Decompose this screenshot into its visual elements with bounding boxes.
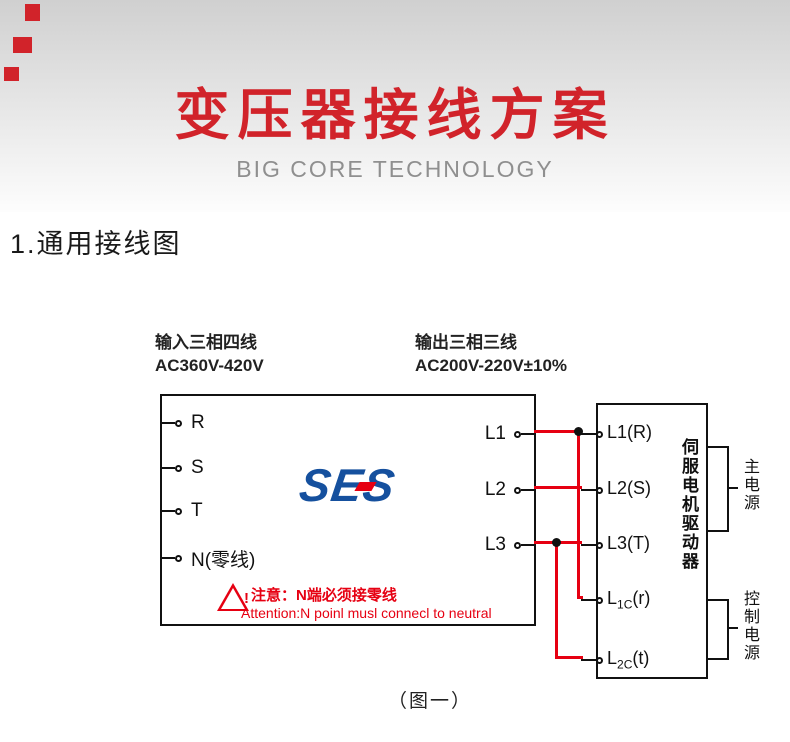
terminal-n: N(零线) [160, 548, 255, 571]
terminal-lead-line [160, 557, 175, 559]
section-heading: 1.通用接线图 [10, 229, 182, 259]
transformer-box: R S T N(零线) L1 L2 [160, 394, 536, 626]
terminal-label: R [191, 412, 205, 433]
junction-dot [552, 538, 561, 547]
terminal-label: L1C(r) [607, 588, 651, 612]
output-spec-line1: 输出三相三线 [415, 333, 517, 352]
terminal-r: R [160, 412, 205, 433]
control-power-bracket-line [727, 599, 729, 660]
driver-terminal-l1c: L1C(r) [581, 588, 651, 612]
terminal-circle-icon [514, 430, 521, 438]
terminal-lead-line [581, 489, 596, 491]
main-power-bracket-line [708, 446, 729, 448]
warning-exclamation-icon: ! [244, 590, 249, 607]
terminal-label: L3(T) [607, 533, 651, 554]
terminal-circle-icon [175, 464, 182, 472]
terminal-circle-icon [596, 430, 603, 438]
terminal-lead-line [581, 659, 596, 661]
terminal-label: L2C(t) [607, 648, 650, 672]
terminal-circle-icon [596, 541, 603, 549]
main-power-bracket-tick [727, 487, 738, 489]
main-power-bracket-line [727, 446, 729, 532]
header-banner: 变压器接线方案 BIG CORE TECHNOLOGY [0, 0, 790, 212]
control-power-bracket-line [708, 658, 729, 660]
junction-dot [574, 427, 583, 436]
terminal-lead-line [581, 544, 596, 546]
terminal-label: N(零线) [191, 549, 256, 571]
terminal-circle-icon [596, 596, 603, 604]
driver-terminal-l2s: L2(S) [581, 478, 652, 500]
input-spec-line2: AC360V-420V [155, 356, 264, 375]
wire-l1c [577, 596, 583, 599]
main-power-label: 主电源 [741, 458, 758, 512]
servo-driver-label: 伺服电机驱动器 [679, 438, 698, 571]
terminal-lead-line [160, 467, 175, 469]
terminal-lead-line [521, 544, 536, 546]
driver-terminal-l2c: L2C(t) [581, 648, 650, 672]
warning-text-en: Attention:N poinl musl connecl to neutra… [241, 605, 492, 621]
terminal-circle-icon [514, 486, 521, 494]
driver-terminal-l1r: L1(R) [581, 422, 653, 444]
terminal-label: L1(R) [607, 422, 653, 443]
decor-red-fragment [25, 4, 40, 21]
ses-logo-text: SES [296, 459, 399, 511]
decor-red-fragment [13, 37, 32, 53]
terminal-circle-icon [175, 507, 182, 515]
terminal-lead-line [521, 489, 536, 491]
control-power-label: 控制电源 [741, 590, 758, 662]
terminal-lead-line [581, 599, 596, 601]
terminal-circle-icon [175, 554, 182, 562]
control-power-bracket-tick [727, 627, 738, 629]
control-power-bracket-line [708, 599, 729, 601]
wire-l2 [534, 486, 582, 489]
terminal-lead-line [521, 433, 536, 435]
terminal-label: T [191, 500, 203, 521]
wire-l2c [555, 656, 583, 659]
terminal-label: S [191, 457, 204, 478]
input-spec-line1: 输入三相四线 [155, 333, 257, 352]
wire-l3-to-l2c-vertical [555, 541, 558, 659]
terminal-circle-icon [596, 486, 603, 494]
terminal-circle-icon [175, 419, 182, 427]
page-subtitle: BIG CORE TECHNOLOGY [236, 156, 554, 182]
driver-terminal-l3t: L3(T) [581, 533, 651, 555]
terminal-l3: L3 [484, 534, 536, 555]
terminal-label: L1 [484, 423, 506, 444]
warning-text-cn: 注意：N端必须接零线 [251, 587, 397, 604]
figure-caption: （图一） [387, 691, 472, 712]
wire-l1-to-l1c-vertical [577, 430, 580, 598]
decor-red-fragment [4, 67, 19, 81]
terminal-lead-line [160, 422, 175, 424]
output-spec-line2: AC200V-220V±10% [415, 356, 568, 375]
ses-logo: SES [296, 458, 430, 512]
terminal-circle-icon [596, 656, 603, 664]
wire-l1 [534, 430, 582, 433]
terminal-label: L2(S) [607, 478, 652, 499]
terminal-label: L2 [484, 479, 506, 500]
main-power-bracket-line [708, 530, 729, 532]
servo-driver-box: L1(R) L2(S) L3(T) L1C(r) L2C(t) [581, 403, 708, 679]
page-title: 变压器接线方案 [174, 84, 616, 146]
terminal-lead-line [581, 433, 596, 435]
terminal-circle-icon [514, 541, 521, 549]
input-spec-label: 输入三相四线 AC360V-420V [155, 331, 264, 377]
terminal-l2: L2 [484, 479, 536, 500]
terminal-s: S [160, 457, 204, 478]
terminal-lead-line [160, 510, 175, 512]
terminal-label: L3 [484, 534, 506, 555]
warning-triangle-icon [217, 583, 249, 611]
output-spec-label: 输出三相三线 AC200V-220V±10% [415, 331, 567, 377]
terminal-l1: L1 [484, 423, 536, 444]
terminal-t: T [160, 500, 203, 521]
